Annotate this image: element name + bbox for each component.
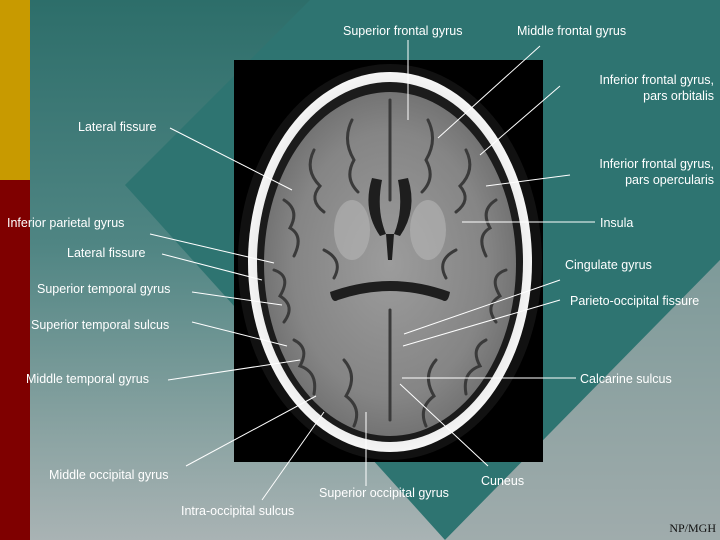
label-inferior-frontal-opercularis-line2: pars opercularis <box>625 173 714 187</box>
label-superior-temporal-sulcus: Superior temporal sulcus <box>31 318 170 332</box>
label-lateral-fissure-top: Lateral fissure <box>78 120 157 134</box>
label-cuneus: Cuneus <box>481 474 525 488</box>
label-middle-temporal-gyrus: Middle temporal gyrus <box>26 372 149 386</box>
brain-illustration <box>238 64 542 460</box>
label-inferior-frontal-orbitalis-line1: Inferior frontal gyrus, <box>599 73 714 87</box>
label-lateral-fissure-left: Lateral fissure <box>67 246 146 260</box>
label-middle-frontal-gyrus: Middle frontal gyrus <box>517 24 627 38</box>
label-parieto-occipital-fissure: Parieto-occipital fissure <box>570 294 700 308</box>
label-inferior-parietal-gyrus: Inferior parietal gyrus <box>7 216 125 230</box>
label-inferior-frontal-opercularis-line1: Inferior frontal gyrus, <box>599 157 714 171</box>
label-middle-occipital-gyrus: Middle occipital gyrus <box>49 468 169 482</box>
label-inferior-frontal-opercularis: Inferior frontal gyrus, pars opercularis <box>599 156 714 188</box>
label-cingulate-gyrus: Cingulate gyrus <box>565 258 652 272</box>
accent-bar-gold <box>0 0 30 180</box>
label-superior-occipital-gyrus: Superior occipital gyrus <box>319 486 449 500</box>
label-inferior-frontal-orbitalis: Inferior frontal gyrus, pars orbitalis <box>599 72 714 104</box>
label-inferior-frontal-orbitalis-line2: pars orbitalis <box>643 89 714 103</box>
label-superior-temporal-gyrus: Superior temporal gyrus <box>37 282 171 296</box>
credit-text: NP/MGH <box>669 521 716 535</box>
label-insula: Insula <box>600 216 634 230</box>
mri-axial-image <box>234 60 543 462</box>
label-calcarine-sulcus: Calcarine sulcus <box>580 372 672 386</box>
accent-bar-red <box>0 180 30 540</box>
label-intra-occipital-sulcus: Intra-occipital sulcus <box>181 504 295 518</box>
label-superior-frontal-gyrus: Superior frontal gyrus <box>343 24 463 38</box>
